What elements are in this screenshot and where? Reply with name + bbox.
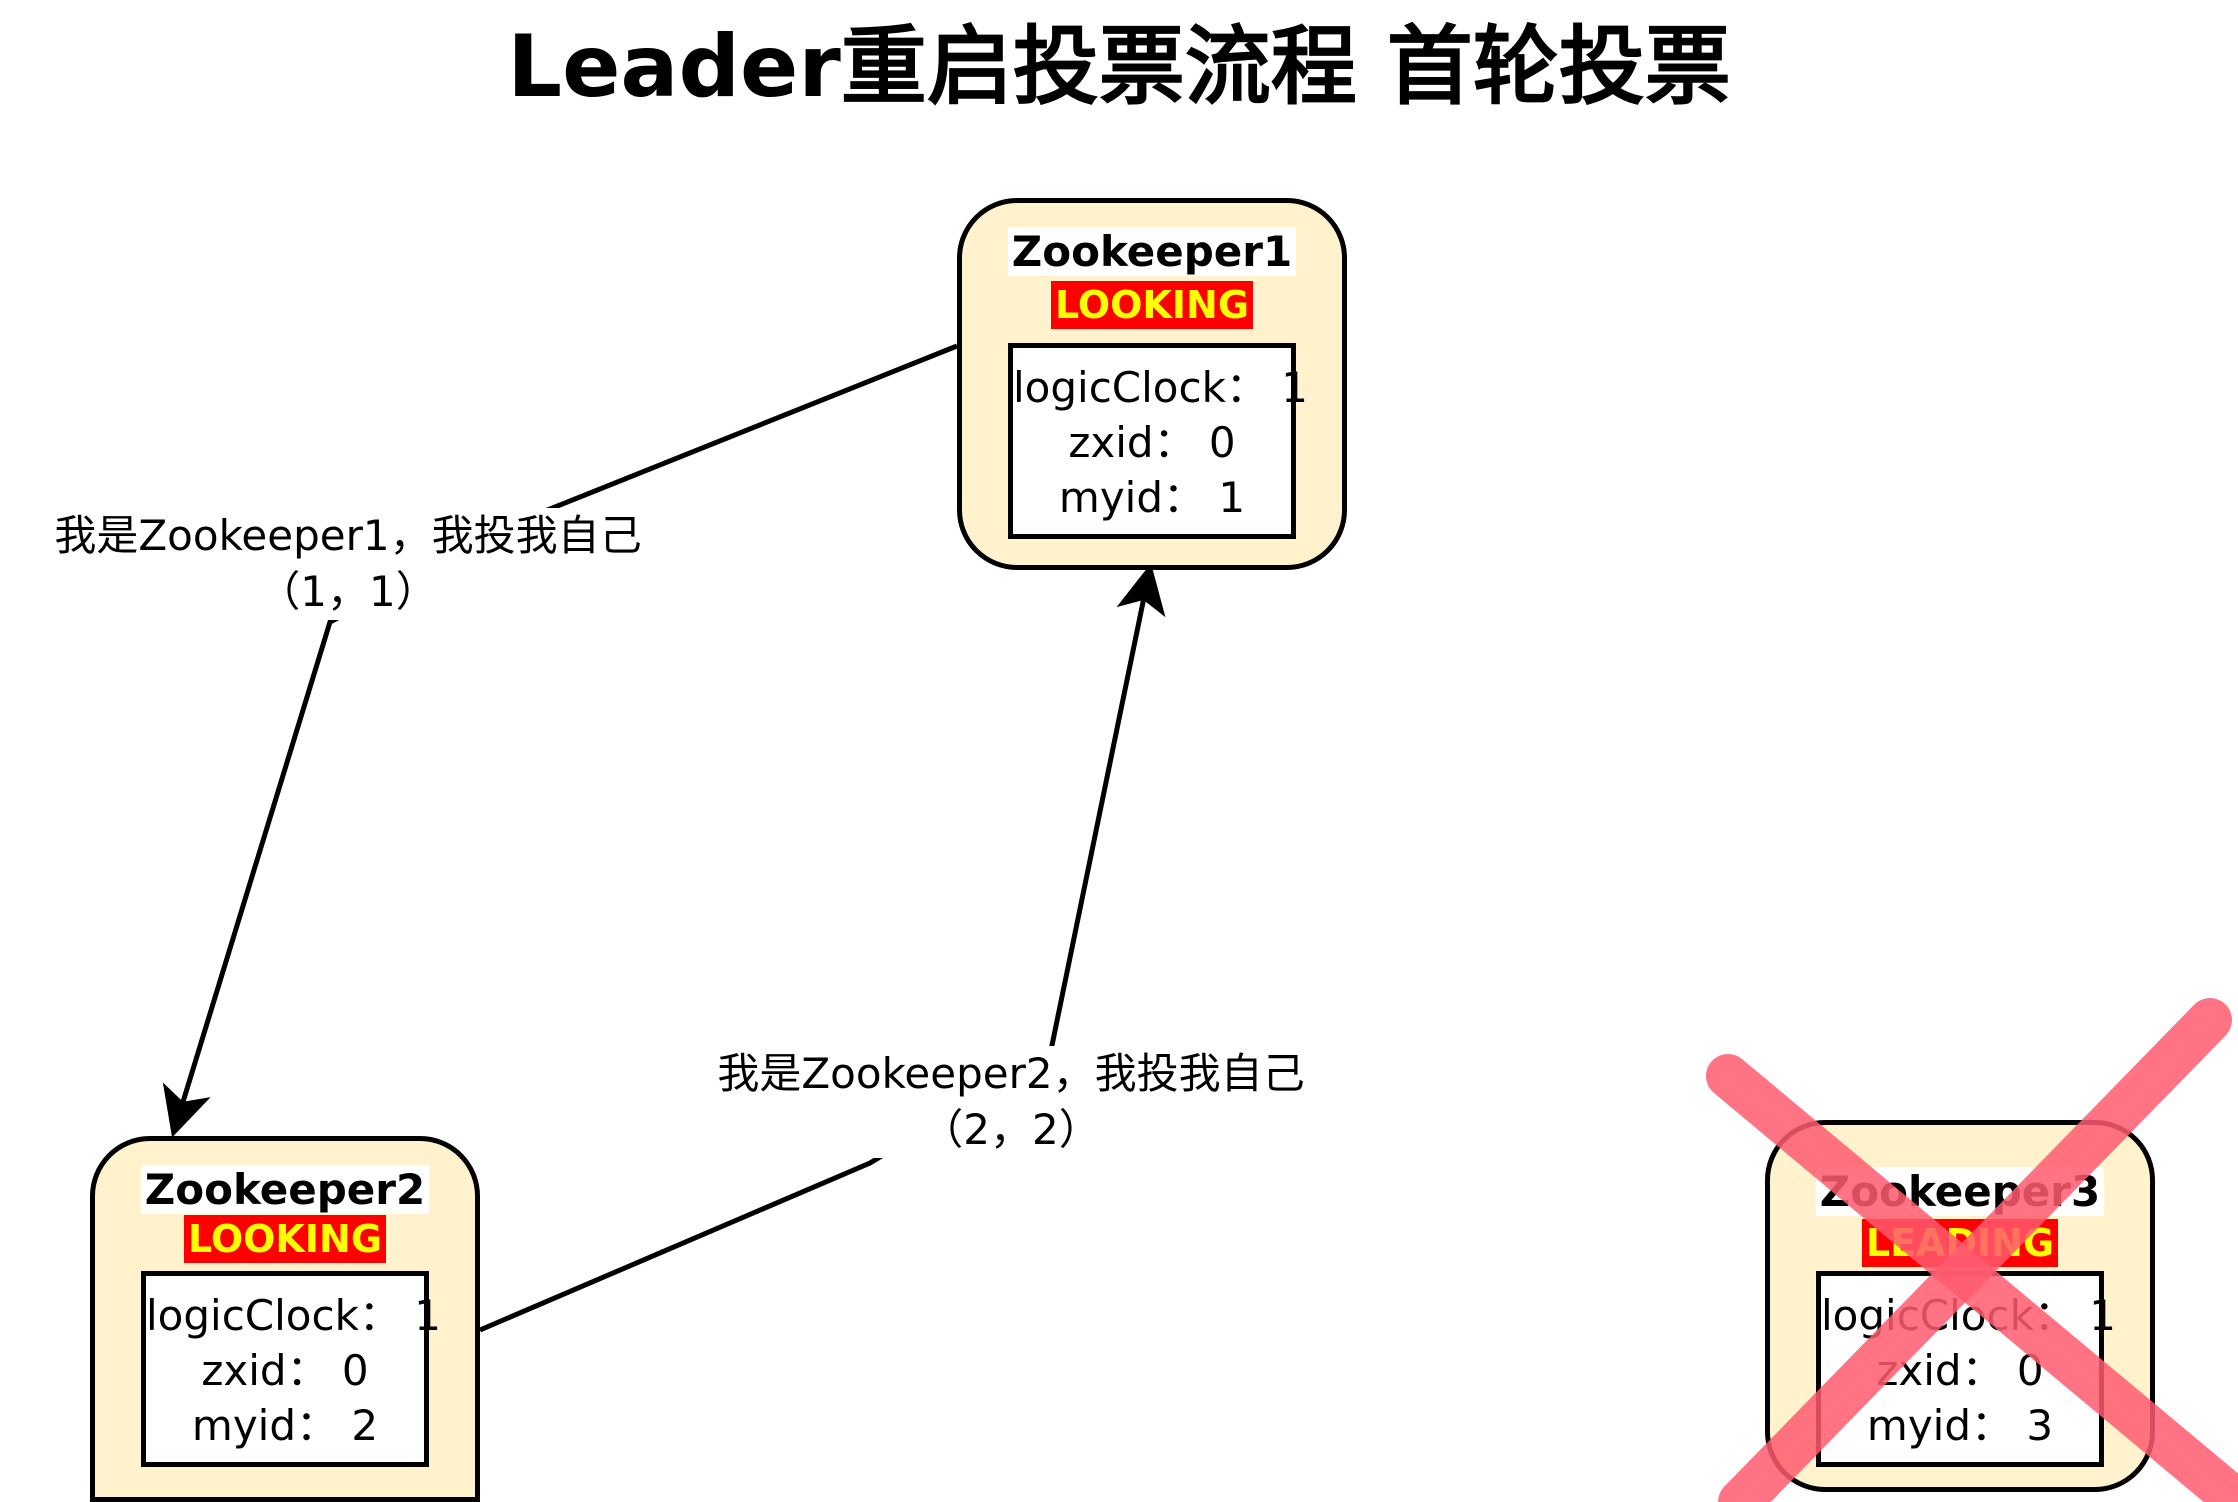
edge-label-zk1-line1: 我是Zookeeper1，我投我自己: [54, 511, 642, 560]
zookeeper3-name: Zookeeper3: [1815, 1167, 2105, 1216]
zookeeper3-zxid: zxid： 0: [1876, 1346, 2044, 1395]
edge-label-zk2-vote: 我是Zookeeper2，我投我自己 （2，2）: [706, 1046, 1316, 1158]
zookeeper1-name: Zookeeper1: [1007, 227, 1297, 276]
zookeeper1-myid: myid： 1: [1058, 473, 1246, 522]
edge-zk2-to-zk1-line: [479, 563, 1166, 1333]
diagram-title: Leader重启投票流程 首轮投票: [507, 17, 1731, 117]
zookeeper2-zxid: zxid： 0: [201, 1346, 369, 1395]
edge-label-zk1-vote: 我是Zookeeper1，我投我自己 （1，1）: [48, 508, 648, 620]
zookeeper1-node: Zookeeper1 LOOKING logicClock： 1 zxid： 0…: [957, 198, 1347, 570]
zookeeper1-logic-clock: logicClock： 1: [1013, 363, 1308, 412]
zookeeper3-node: Zookeeper3 LEADING logicClock： 1 zxid： 0…: [1765, 1120, 2155, 1492]
edge-label-zk2-line2: （2，2）: [921, 1105, 1101, 1154]
zookeeper3-myid: myid： 3: [1866, 1401, 2054, 1450]
zookeeper1-info-box: logicClock： 1 zxid： 0 myid： 1: [1008, 343, 1308, 539]
edge-label-zk1-line2: （1，1）: [258, 567, 438, 616]
zookeeper1-zxid: zxid： 0: [1068, 418, 1236, 467]
zookeeper2-logic-clock: logicClock： 1: [146, 1291, 441, 1340]
zookeeper2-myid: myid： 2: [191, 1401, 379, 1450]
zookeeper2-node: Zookeeper2 LOOKING logicClock： 1 zxid： 0…: [90, 1136, 480, 1502]
zookeeper3-info-box: logicClock： 1 zxid： 0 myid： 3: [1816, 1271, 2116, 1467]
zookeeper2-name: Zookeeper2: [140, 1165, 430, 1214]
zookeeper3-status: LEADING: [1861, 1219, 2059, 1267]
zookeeper1-status: LOOKING: [1050, 281, 1254, 329]
edge-label-zk2-line1: 我是Zookeeper2，我投我自己: [717, 1049, 1305, 1098]
edge-zk1-to-zk2-line: [162, 343, 958, 1138]
zookeeper3-logic-clock: logicClock： 1: [1821, 1291, 2116, 1340]
zookeeper2-info-box: logicClock： 1 zxid： 0 myid： 2: [141, 1271, 441, 1467]
zookeeper2-status: LOOKING: [183, 1215, 387, 1263]
